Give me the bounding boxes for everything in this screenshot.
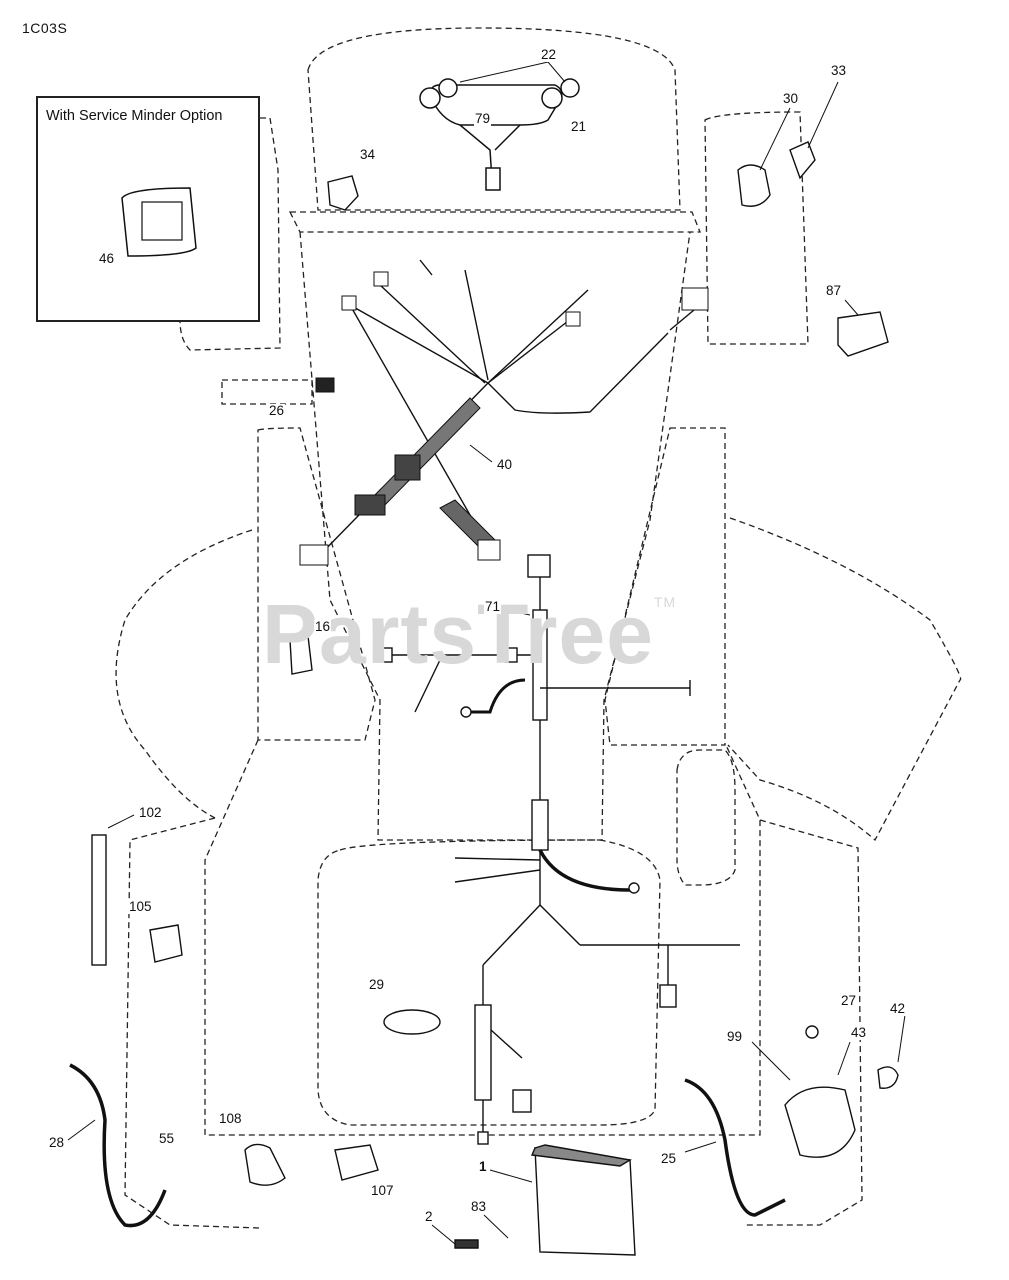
headlight-assembly: [419, 78, 580, 191]
callout-46: 46: [98, 251, 116, 266]
callout-108: 108: [218, 1111, 243, 1126]
callout-107: 107: [370, 1183, 395, 1198]
grommet-29: [383, 1009, 441, 1035]
callout-34: 34: [359, 147, 377, 162]
callout-26: 26: [268, 403, 286, 418]
callout-2: 2: [424, 1209, 434, 1224]
callout-16: 16: [314, 619, 332, 634]
bolt-2: [454, 1239, 479, 1249]
callout-87: 87: [825, 283, 843, 298]
starter-solenoid-43: [784, 1086, 856, 1158]
callout-55: 55: [158, 1131, 176, 1146]
service-minder-inset: With Service Minder Option: [36, 96, 260, 322]
relay-87: [837, 311, 889, 357]
ignition-30: [737, 164, 771, 207]
sensor-108: [244, 1143, 286, 1186]
battery-cables: [69, 1063, 786, 1228]
harness-102: [91, 834, 107, 966]
harness-braided-sleeve: [299, 271, 709, 566]
callout-28: 28: [48, 1135, 66, 1150]
service-minder-icon: [121, 187, 197, 257]
callout-33: 33: [830, 63, 848, 78]
callout-27: 27: [840, 993, 858, 1008]
callout-79: 79: [474, 111, 492, 126]
inset-title: With Service Minder Option: [46, 108, 223, 124]
connector-lower: [512, 1089, 532, 1113]
callout-40: 40: [496, 457, 514, 472]
switch-34: [327, 175, 359, 211]
callout-83: 83: [470, 1199, 488, 1214]
leader-lines: [67, 61, 906, 1245]
callout-105: 105: [128, 899, 153, 914]
callout-99: 99: [726, 1029, 744, 1044]
callout-71: 71: [484, 599, 502, 614]
terminal-42: [877, 1066, 899, 1089]
watermark-tm: TM: [653, 594, 677, 610]
module-107: [334, 1144, 379, 1181]
callout-42: 42: [889, 1001, 907, 1016]
switch-105: [149, 924, 183, 963]
solenoid-33: [789, 141, 816, 180]
callout-30: 30: [782, 91, 800, 106]
callout-43: 43: [850, 1025, 868, 1040]
callout-25: 25: [660, 1151, 678, 1166]
callout-29: 29: [368, 977, 386, 992]
callout-1: 1: [479, 1159, 487, 1174]
watermark-text: PartsTree: [262, 587, 654, 681]
nut-27: [805, 1025, 819, 1039]
diagram-code: 1C03S: [22, 20, 68, 36]
callout-21: 21: [570, 119, 588, 134]
switch-16: [289, 635, 313, 675]
callout-22: 22: [540, 47, 558, 62]
callout-102: 102: [138, 805, 163, 820]
center-harness: [377, 554, 740, 1145]
watermark: PartsTreeTM: [262, 586, 676, 683]
